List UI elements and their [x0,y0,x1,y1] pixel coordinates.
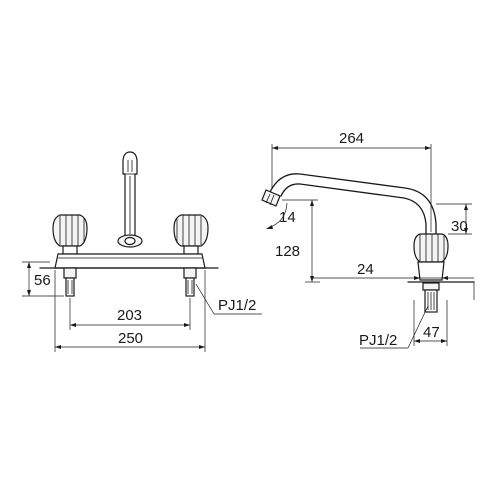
pj-leader-side: PJ1/2 [359,305,429,349]
dim-264-label: 264 [339,130,364,147]
dim-angle-14: 14 [266,202,296,229]
center-spout [117,151,143,248]
dim-203: 203 [69,298,191,330]
pj-label-side: PJ1/2 [359,332,397,349]
dim-24: 24 [312,261,475,300]
front-view: 56 203 250 PJ1/2 [22,151,262,352]
dim-203-label: 203 [117,307,142,324]
right-handle [173,214,209,255]
pj-label-front: PJ1/2 [218,297,256,314]
spout-arm [261,173,437,237]
dim-56-label: 56 [34,272,51,289]
dim-47-label: 47 [423,324,440,341]
supply-pipes [63,267,197,297]
left-handle [52,214,88,255]
dim-250: 250 [54,270,206,352]
side-handle [407,233,475,313]
dim-264: 264 [271,130,432,232]
dim-24-label: 24 [357,261,374,278]
dim-128: 128 [275,199,320,283]
dim-30-label: 30 [451,218,468,235]
dim-56: 56 [22,261,64,297]
dim-14-label: 14 [279,209,296,226]
dim-250-label: 250 [118,330,143,347]
faucet-body [39,253,219,269]
dim-128-label: 128 [275,243,300,260]
dim-30: 30 [436,203,472,235]
dim-47: 47 [413,300,448,346]
pj-leader-front: PJ1/2 [195,283,262,315]
side-view: 264 14 128 30 [261,130,475,349]
